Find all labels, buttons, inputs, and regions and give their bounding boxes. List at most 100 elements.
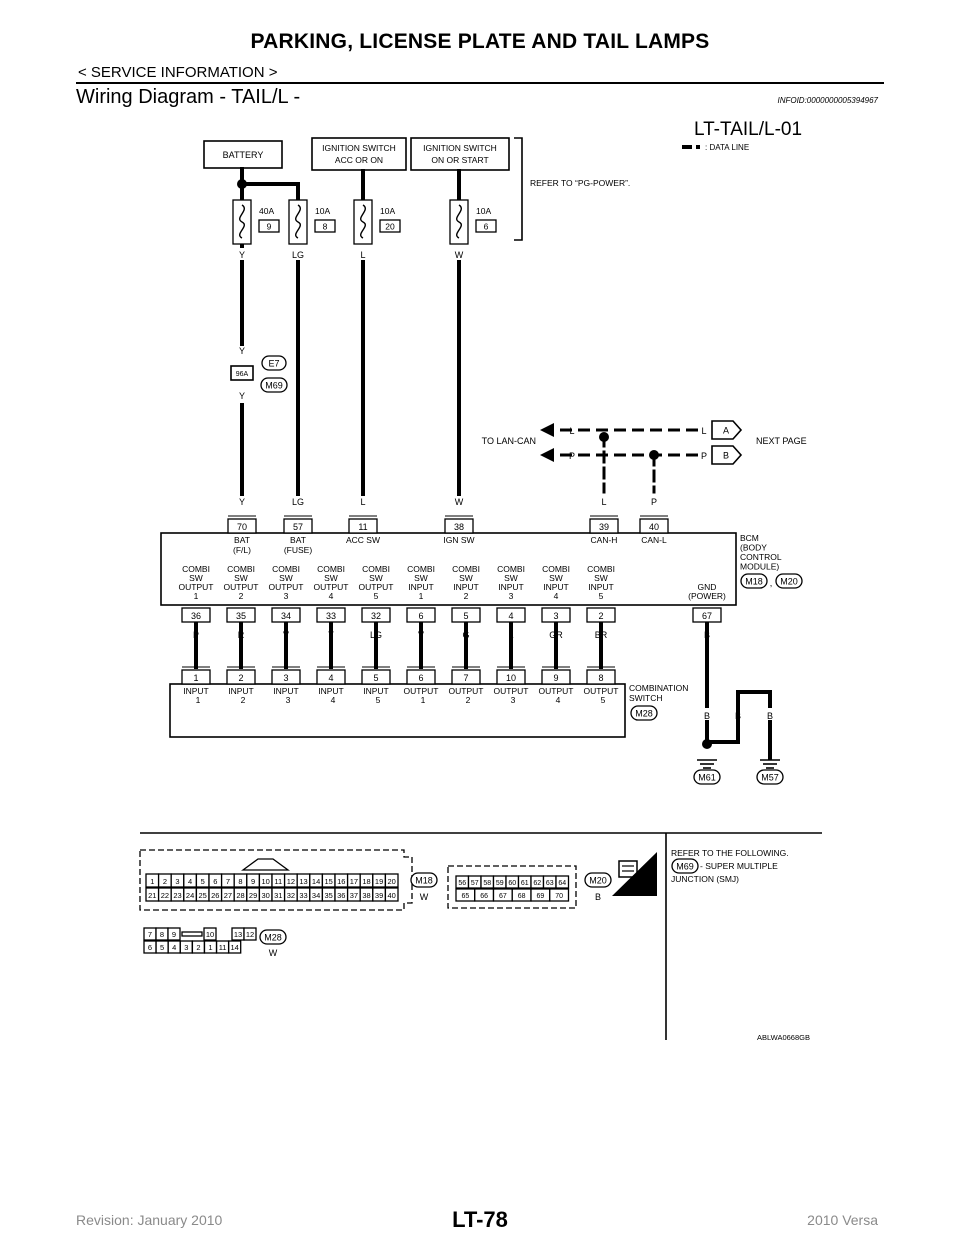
- connector-m28-label: M28: [635, 709, 653, 719]
- pin-number: 34: [281, 611, 291, 621]
- pin-box: [692, 607, 722, 623]
- connector-m69-refer-badge: [671, 858, 699, 874]
- connector-m69-badge: [260, 377, 288, 393]
- pin-number: 2: [598, 611, 603, 621]
- m20-cavity: [549, 888, 570, 902]
- wire-color: P: [701, 451, 707, 461]
- fuse-number: 20: [385, 222, 395, 232]
- m18-key-tab: [241, 858, 290, 871]
- pin-box: [316, 669, 346, 685]
- m20-cavity-number: 64: [558, 880, 566, 887]
- bcm-terminal-label: 5: [374, 591, 379, 601]
- m18-cavity: [384, 873, 399, 888]
- m18-cavity-number: 17: [350, 877, 358, 886]
- connector-m20-face-label: M20: [589, 876, 607, 886]
- combi-terminal-label: 3: [511, 695, 516, 705]
- bcm-terminal-label: ACC SW: [346, 535, 380, 545]
- m18-cavity-number: 36: [337, 891, 345, 900]
- wire-color: V: [283, 630, 289, 640]
- wire-color: GR: [549, 630, 563, 640]
- m20-cavity-number: 66: [480, 893, 488, 900]
- refer-text: REFER TO THE FOLLOWING.: [671, 848, 789, 858]
- bcm-terminal-label: 4: [329, 591, 334, 601]
- pin-box: [586, 607, 616, 623]
- connector-color: B: [595, 892, 601, 902]
- ground-m61-badge: [693, 769, 721, 785]
- m20-cavity-number: 61: [521, 880, 529, 887]
- bcm-terminal-label: COMBI: [182, 564, 210, 574]
- pin-box: [271, 607, 301, 623]
- bcm-terminal-label: COMBI: [272, 564, 300, 574]
- pin-box: [271, 669, 301, 685]
- pin-box: [589, 518, 619, 534]
- wire-color: Y: [239, 346, 245, 356]
- pin-number: 38: [454, 522, 464, 532]
- bcm-terminal-label: COMBI: [407, 564, 435, 574]
- m28-cavity-number: 11: [219, 943, 227, 952]
- m18-cavity-number: 33: [299, 891, 307, 900]
- wire-color: P: [193, 630, 199, 640]
- wire-color: B: [767, 711, 773, 721]
- combi-terminal-label: 5: [601, 695, 606, 705]
- combi-terminal-label: 3: [286, 695, 291, 705]
- bcm-terminal-label: 2: [464, 591, 469, 601]
- connector-m18-label: M18: [745, 577, 763, 587]
- pin-number: 35: [236, 611, 246, 621]
- info-id: INFOID:0000000005394967: [777, 96, 878, 105]
- m28-cavity-number: 5: [160, 943, 164, 952]
- pin-box: [496, 607, 526, 623]
- pin-number: 39: [599, 522, 609, 532]
- wire-color: G: [462, 630, 469, 640]
- m20-cavity-number: 67: [499, 893, 507, 900]
- m28-cavity-number: 13: [234, 930, 242, 939]
- pin-box: [316, 607, 346, 623]
- ground-m61-label: M61: [698, 773, 716, 783]
- connector-m28-face-badge: [259, 929, 287, 945]
- m28-cavity-number: 2: [196, 943, 200, 952]
- wire-color: P: [569, 451, 575, 461]
- page-title: PARKING, LICENSE PLATE AND TAIL LAMPS: [250, 30, 710, 53]
- model-text: 2010 Versa: [807, 1212, 878, 1228]
- m18-cavity-number: 28: [236, 891, 244, 900]
- pin-box: [639, 518, 669, 534]
- combi-terminal-label: 4: [331, 695, 336, 705]
- bcm-terminal-label: COMBI: [587, 564, 615, 574]
- m20-cavity-number: 63: [546, 880, 554, 887]
- m18-cavity-number: 3: [175, 877, 179, 886]
- bcm-terminal-label: 2: [239, 591, 244, 601]
- m28-cavity-number: 4: [172, 943, 176, 952]
- pin-number: 6: [418, 673, 423, 683]
- pin-number: 33: [326, 611, 336, 621]
- diagram-code: LT-TAIL/L-01: [694, 119, 802, 140]
- combi-terminal-label: INPUT: [273, 686, 299, 696]
- pin-number: 6: [418, 611, 423, 621]
- pin-number: 9: [553, 673, 558, 683]
- bcm-terminal-label: OUTPUT: [224, 582, 259, 592]
- pin-number: 4: [508, 611, 513, 621]
- m28-cavity: [203, 927, 217, 941]
- connector-m20-face-badge: [584, 872, 612, 888]
- ign-acc-label: IGNITION SWITCH: [322, 143, 396, 153]
- combi-terminal-label: INPUT: [228, 686, 254, 696]
- bcm-terminal-label: SW: [504, 573, 518, 583]
- pin-box: [181, 669, 211, 685]
- badge-b: B: [723, 451, 729, 461]
- bcm-terminal-label: SW: [414, 573, 428, 583]
- bcm-terminal-label: SW: [459, 573, 473, 583]
- m20-cavity-number: 65: [461, 893, 469, 900]
- m20-cavity-number: 62: [533, 880, 541, 887]
- pin-box: [496, 669, 526, 685]
- m18-cavity-number: 4: [188, 877, 192, 886]
- legend-text: : DATA LINE: [705, 143, 749, 152]
- bcm-terminal-label: SW: [549, 573, 563, 583]
- m18-cavity-number: 14: [312, 877, 320, 886]
- fuse-amp: 10A: [380, 206, 395, 216]
- pin-box: [348, 518, 378, 534]
- combi-terminal-label: OUTPUT: [539, 686, 574, 696]
- m18-cavity-number: 5: [201, 877, 205, 886]
- bcm-terminal-label: COMBI: [452, 564, 480, 574]
- bcm-terminal-label: 4: [554, 591, 559, 601]
- fuse-number: 6: [484, 222, 489, 232]
- m18-cavity-number: 2: [163, 877, 167, 886]
- fuse-element: [295, 204, 301, 239]
